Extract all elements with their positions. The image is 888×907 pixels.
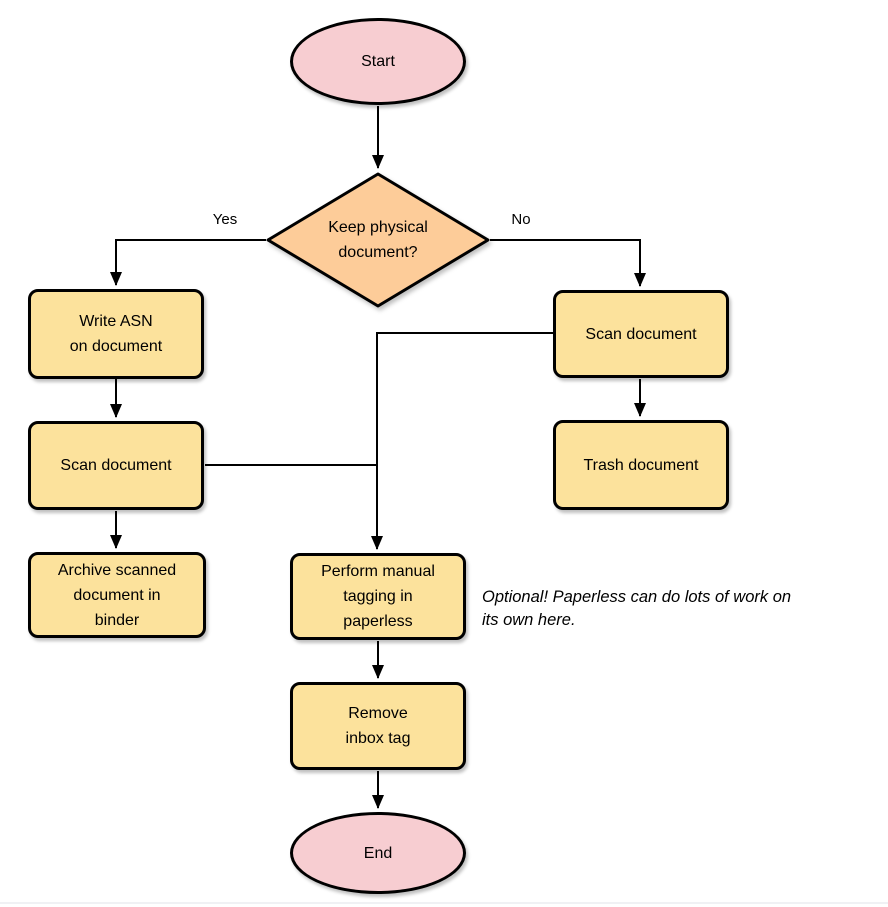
scan-document-right-label: Scan document — [585, 325, 697, 343]
scan-document-left-label: Scan document — [60, 457, 172, 474]
scan-document-right-node: Scan document — [553, 290, 729, 378]
end-label: End — [363, 844, 393, 862]
remove-inbox-tag-node: Remove inbox tag — [290, 682, 466, 770]
remove-inbox-tag-label: Remove inbox tag — [345, 705, 411, 747]
bottom-divider — [0, 902, 888, 904]
no-branch-label: No — [496, 211, 546, 228]
write-asn-label: Write ASN on document — [69, 313, 163, 355]
edge-decision-no — [490, 239, 646, 287]
yes-branch-label: Yes — [200, 211, 250, 228]
start-label: Start — [361, 53, 395, 70]
trash-document-node: Trash document — [553, 420, 729, 510]
edge-scanright-to-perform — [371, 332, 553, 550]
edge-decision-yes — [110, 239, 266, 286]
diamond-shape — [266, 172, 490, 308]
archive-label: Archive scanned document in binder — [57, 561, 177, 629]
decision-label: Keep physical document? — [328, 219, 428, 261]
end-node: End — [290, 812, 466, 894]
trash-document-label: Trash document — [583, 456, 699, 474]
decision-keep-physical-document: Keep physical document? — [266, 172, 490, 308]
start-node: Start — [290, 18, 466, 105]
perform-tagging-label: Perform manual tagging in paperless — [321, 563, 435, 630]
write-asn-node: Write ASN on document — [28, 289, 204, 379]
optional-annotation: Optional! Paperless can do lots of work … — [482, 588, 792, 629]
scan-document-left-node: Scan document — [28, 421, 204, 510]
perform-tagging-node: Perform manual tagging in paperless — [290, 553, 466, 640]
archive-node: Archive scanned document in binder — [28, 552, 206, 638]
